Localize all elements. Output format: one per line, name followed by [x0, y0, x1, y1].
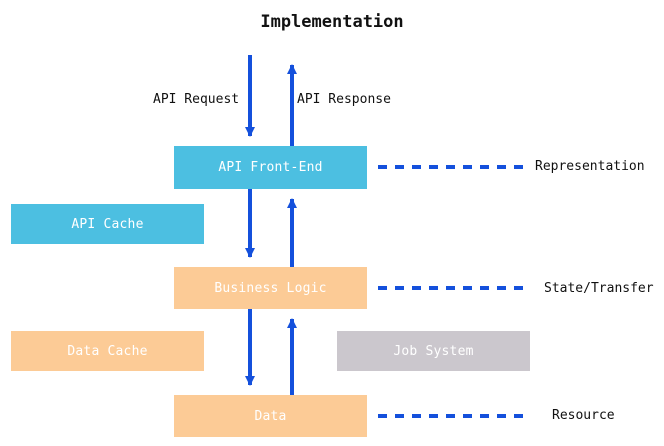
node-data-cache[interactable]: Data Cache — [11, 331, 204, 371]
node-api-cache[interactable]: API Cache — [11, 204, 204, 244]
side-label-resource: Resource — [552, 408, 615, 423]
page-title: Implementation — [260, 12, 404, 32]
node-business-logic[interactable]: Business Logic — [174, 267, 367, 309]
node-api-front-end[interactable]: API Front-End — [174, 146, 367, 189]
node-label-api-front-end: API Front-End — [218, 160, 323, 175]
node-label-business-logic: Business Logic — [214, 280, 327, 296]
edge-label-api-request: API Request — [153, 92, 240, 107]
node-job-system[interactable]: Job System — [337, 331, 530, 371]
side-label-state-transfer: State/Transfer — [544, 281, 654, 296]
node-data[interactable]: Data — [174, 395, 367, 437]
node-label-job-system: Job System — [393, 343, 474, 359]
node-label-api-cache: API Cache — [71, 216, 144, 232]
side-label-representation: Representation — [535, 159, 645, 174]
node-label-data-cache: Data Cache — [67, 343, 148, 359]
node-label-data: Data — [254, 408, 287, 424]
edge-label-api-response: API Response — [297, 92, 391, 107]
